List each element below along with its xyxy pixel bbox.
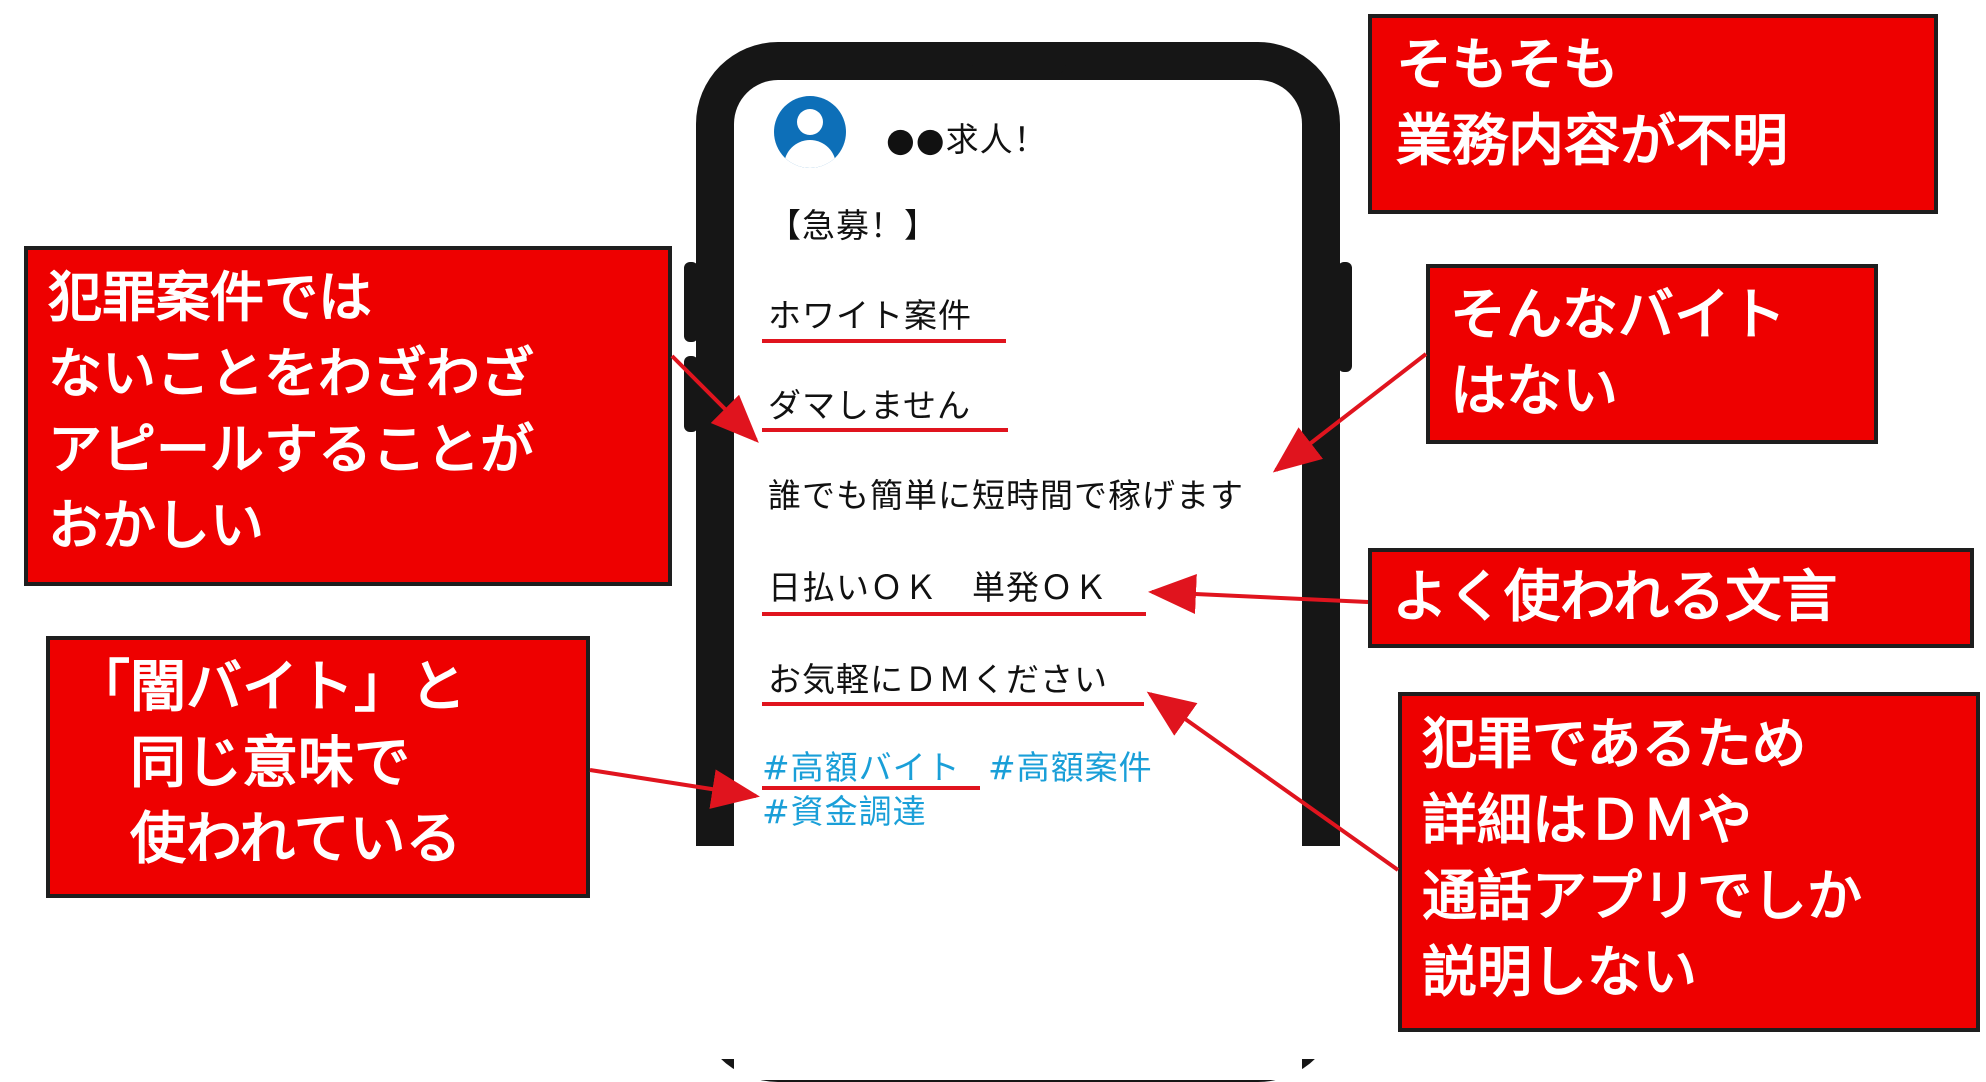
arrow-to-daily-pay xyxy=(1148,574,1369,615)
callout-dark-job-meaning: 「闇バイト」と 同じ意味で 使われている xyxy=(46,636,590,898)
hashtag-fundraising[interactable]: #資金調達 xyxy=(762,792,927,831)
callout-no-such-job: そんなバイト はない xyxy=(1426,264,1878,444)
post-headline: 【急募！】 xyxy=(768,206,938,245)
arrow-to-no-scam xyxy=(670,354,759,443)
callout-suspicious-appeal: 犯罪案件では ないことをわざわざ アピールすることが おかしい xyxy=(24,246,672,586)
arrow-to-hashtag xyxy=(589,768,760,809)
phone-side-button-volume-up xyxy=(684,262,698,342)
post-line-no-scam: ダマしません xyxy=(768,386,972,425)
hashtag-high-pay-case[interactable]: #高額案件 xyxy=(988,748,1153,787)
post-line-white-job: ホワイト案件 xyxy=(768,296,972,335)
callout-unclear-duties: そもそも 業務内容が不明 xyxy=(1368,14,1938,214)
underline-white-job xyxy=(762,339,1006,343)
arrow-to-easy-money xyxy=(1272,352,1428,473)
post-line-dm: お気軽にＤＭください xyxy=(768,660,1108,699)
callout-common-phrase: よく使われる文言 xyxy=(1368,548,1974,648)
phone-side-button-volume-down xyxy=(684,356,698,432)
phone-notch xyxy=(972,58,1066,76)
arrow-to-dm xyxy=(1146,691,1400,872)
post-line-easy-money: 誰でも簡単に短時間で稼げます xyxy=(768,476,1244,515)
pointer-arrows xyxy=(589,352,1428,872)
underline-dm xyxy=(762,702,1144,706)
hashtag-high-pay-job[interactable]: #高額バイト xyxy=(762,748,961,787)
underline-no-scam xyxy=(762,428,1008,432)
underline-daily-pay xyxy=(762,612,1146,616)
avatar-person-icon xyxy=(774,96,846,168)
phone-side-button-power xyxy=(1338,262,1352,372)
account-name: ●●求人！ xyxy=(886,120,1048,159)
post-line-daily-pay: 日払いＯＫ 単発ＯＫ xyxy=(768,568,1108,607)
underline-hashtag xyxy=(762,786,980,790)
callout-crime-details: 犯罪であるため 詳細はＤＭや 通話アプリでしか 説明しない xyxy=(1398,692,1980,1032)
